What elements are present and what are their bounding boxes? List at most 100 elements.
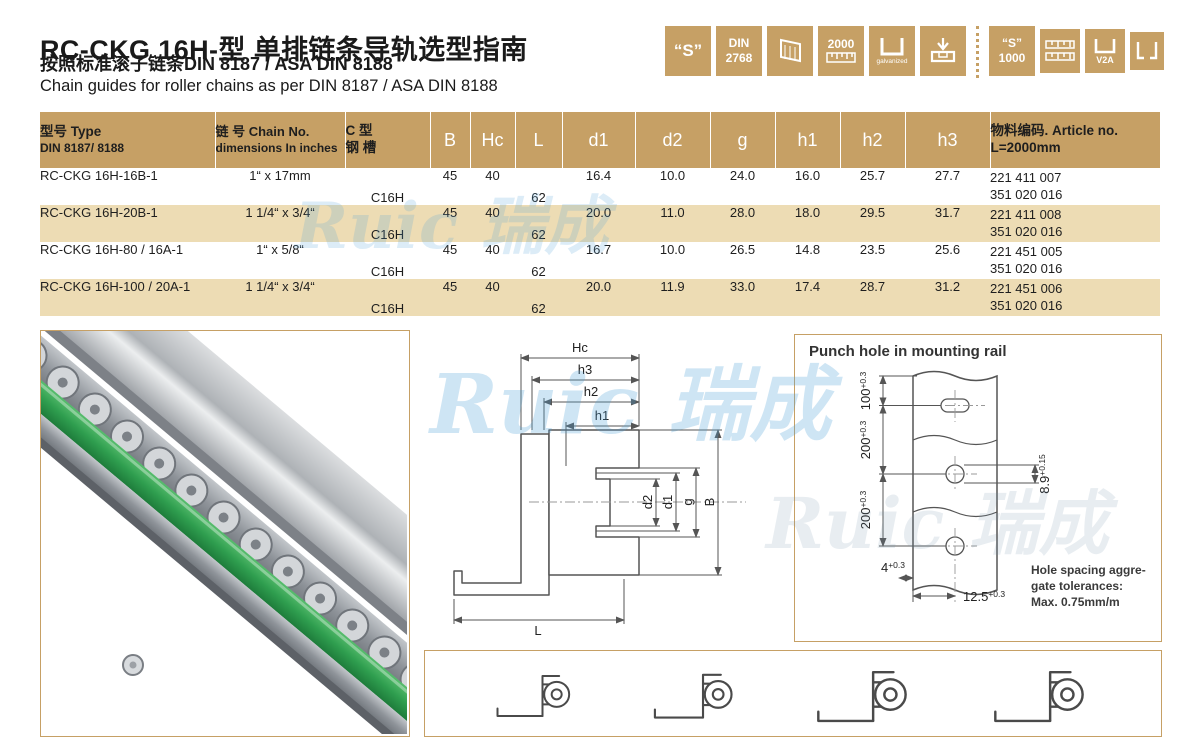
cell-type: RC-CKG 16H-16B-1 (40, 168, 158, 183)
col-header-profile: C 型 钢 槽 (345, 112, 431, 168)
cell-h2: 28.7 (840, 279, 905, 316)
cell-chain: 1“ x 17mm (249, 168, 311, 183)
cell-profile: C16H (370, 190, 405, 205)
badge-galvanized: galvanized (869, 26, 915, 76)
col-header-d2: d2 (635, 112, 711, 168)
cell-g: 26.5 (729, 242, 756, 257)
cell-d2: 10.0 (659, 168, 686, 183)
cell-type: RC-CKG 16H-100 / 20A-1 (40, 279, 215, 316)
col-header-h1: h1 (775, 112, 841, 168)
badge-s: “S” (665, 26, 711, 76)
cell-h1: 17.4 (775, 279, 840, 316)
punch-note-line1: Hole spacing aggre- (1031, 563, 1146, 577)
table-row: RC-CKG 16H-20B-1 1 1/4“ x 3/4“ C16H 45 4… (40, 205, 1160, 242)
page-title: RC-CKG 16H-型 单排链条导轨选型指南 (40, 35, 528, 66)
col-header-d1: d1 (562, 112, 636, 168)
col-header-b: B (430, 112, 471, 168)
punch-panel-title: Punch hole in mounting rail (809, 343, 1007, 360)
ruler-glyph (826, 52, 856, 64)
cell-h2: 23.5 (859, 242, 886, 257)
col-header-g: g (710, 112, 776, 168)
col-header-h2: h2 (840, 112, 906, 168)
subtitle-chinese: 按照标准滚子链条DIN 8187 / ASA DIN 8188 (40, 54, 393, 74)
table-row: RC-CKG 16H-80 / 16A-1 1“ x 5/8“ C16H 45 … (40, 242, 1160, 279)
cell-b: 45 (442, 168, 458, 183)
mounting-variant-drawing-2 (653, 673, 733, 719)
clip-icon (1130, 32, 1164, 70)
cell-type: RC-CKG 16H-20B-1 (40, 205, 215, 242)
col-header-article: 物料编码. Article no. L=2000mm (990, 112, 1160, 168)
cell-d2: 11.0 (635, 205, 710, 242)
cell-hc: 40 (470, 279, 515, 316)
spec-table: 型号 Type DIN 8187/ 8188 链 号 Chain No. dim… (40, 112, 1160, 316)
dim-label-b: B (702, 498, 717, 507)
dim-label-100: 100+0.3 (858, 371, 873, 410)
mounting-variants-panel (424, 650, 1162, 737)
cell-g: 33.0 (710, 279, 775, 316)
badge-s-label: “S” (673, 41, 703, 60)
cell-d1: 20.0 (562, 279, 635, 316)
cell-chain: 1 1/4“ x 3/4“ (215, 279, 345, 316)
col-header-l: L (515, 112, 563, 168)
cross-section-drawing: Hc h3 h2 h1 d2 d1 g B (453, 340, 746, 638)
col-header-chain: 链 号 Chain No. dimensions In inches (215, 112, 346, 168)
cell-d1: 20.0 (562, 205, 635, 242)
cell-h3: 31.7 (905, 205, 990, 242)
table-row: RC-CKG 16H-100 / 20A-1 1 1/4“ x 3/4“ C16… (40, 279, 1160, 316)
dim-label-200a: 200+0.3 (858, 420, 873, 459)
table-row: RC-CKG 16H-16B-1 1“ x 17mm C16H 45 40 62… (40, 168, 1160, 205)
dim-label-hc: Hc (572, 340, 588, 355)
cell-h2: 25.7 (859, 168, 886, 183)
cell-h1: 18.0 (775, 205, 840, 242)
chamfer-icon (767, 26, 813, 76)
dim-label-h2: h2 (584, 384, 598, 399)
cell-type: RC-CKG 16H-80 / 16A-1 (40, 242, 184, 257)
cell-h3: 27.7 (934, 168, 961, 183)
badge-v2a: V2A (1085, 29, 1125, 73)
cell-d1: 16.4 (585, 168, 612, 183)
mounting-variant-drawing-1 (496, 675, 571, 717)
cell-b: 45 (430, 279, 470, 316)
cell-g: 28.0 (710, 205, 775, 242)
cell-hc: 40 (485, 242, 500, 257)
table-header-row: 型号 Type DIN 8187/ 8188 链 号 Chain No. dim… (40, 112, 1160, 168)
badge-din-2768: DIN 2768 (716, 26, 762, 76)
cell-profile: C16H (370, 264, 405, 279)
cell-h1: 16.0 (794, 168, 821, 183)
dim-label-h3: h3 (578, 362, 592, 377)
cell-profile: C16H (345, 279, 430, 316)
subtitle-english: Chain guides for roller chains as per DI… (40, 77, 498, 95)
dim-label-200b: 200+0.3 (858, 490, 873, 529)
cell-profile: C16H (345, 205, 430, 242)
cell-d2: 10.0 (659, 242, 686, 257)
col-header-hc: Hc (470, 112, 516, 168)
cell-h2: 29.5 (840, 205, 905, 242)
cross-section-panel: Hc h3 h2 h1 d2 d1 g B (424, 330, 786, 644)
punch-note-line3: Max. 0.75mm/m (1031, 595, 1120, 609)
dim-label-d2: d2 (640, 495, 655, 509)
chain-guide-photo (41, 331, 409, 736)
dim-label-4: 4+0.3 (881, 560, 905, 575)
col-header-type: 型号 Type DIN 8187/ 8188 (40, 112, 216, 168)
cell-hc: 40 (485, 168, 500, 183)
ruler-icon (1040, 29, 1080, 73)
cell-d1: 16.7 (585, 242, 612, 257)
punch-hole-panel: Punch hole in mounting rail (794, 334, 1162, 642)
punch-hole-drawing: 100+0.3 200+0.3 200+0.3 8.9+0.15 4+0.3 1… (858, 370, 1146, 609)
mounting-variant-drawing-4 (993, 670, 1084, 723)
dim-label-h1: h1 (595, 408, 609, 423)
col-header-h3: h3 (905, 112, 991, 168)
punch-icon (920, 26, 966, 76)
cell-h1: 14.8 (794, 242, 821, 257)
certification-badges: “S” DIN 2768 2000 galvanized (665, 26, 1164, 78)
badge-s-1000: “S” 1000 (989, 26, 1035, 76)
cell-hc: 40 (470, 205, 515, 242)
dim-label-8-9: 8.9+0.15 (1037, 454, 1052, 494)
dim-label-l: L (534, 623, 541, 638)
cell-chain: 1 1/4“ x 3/4“ (215, 205, 345, 242)
